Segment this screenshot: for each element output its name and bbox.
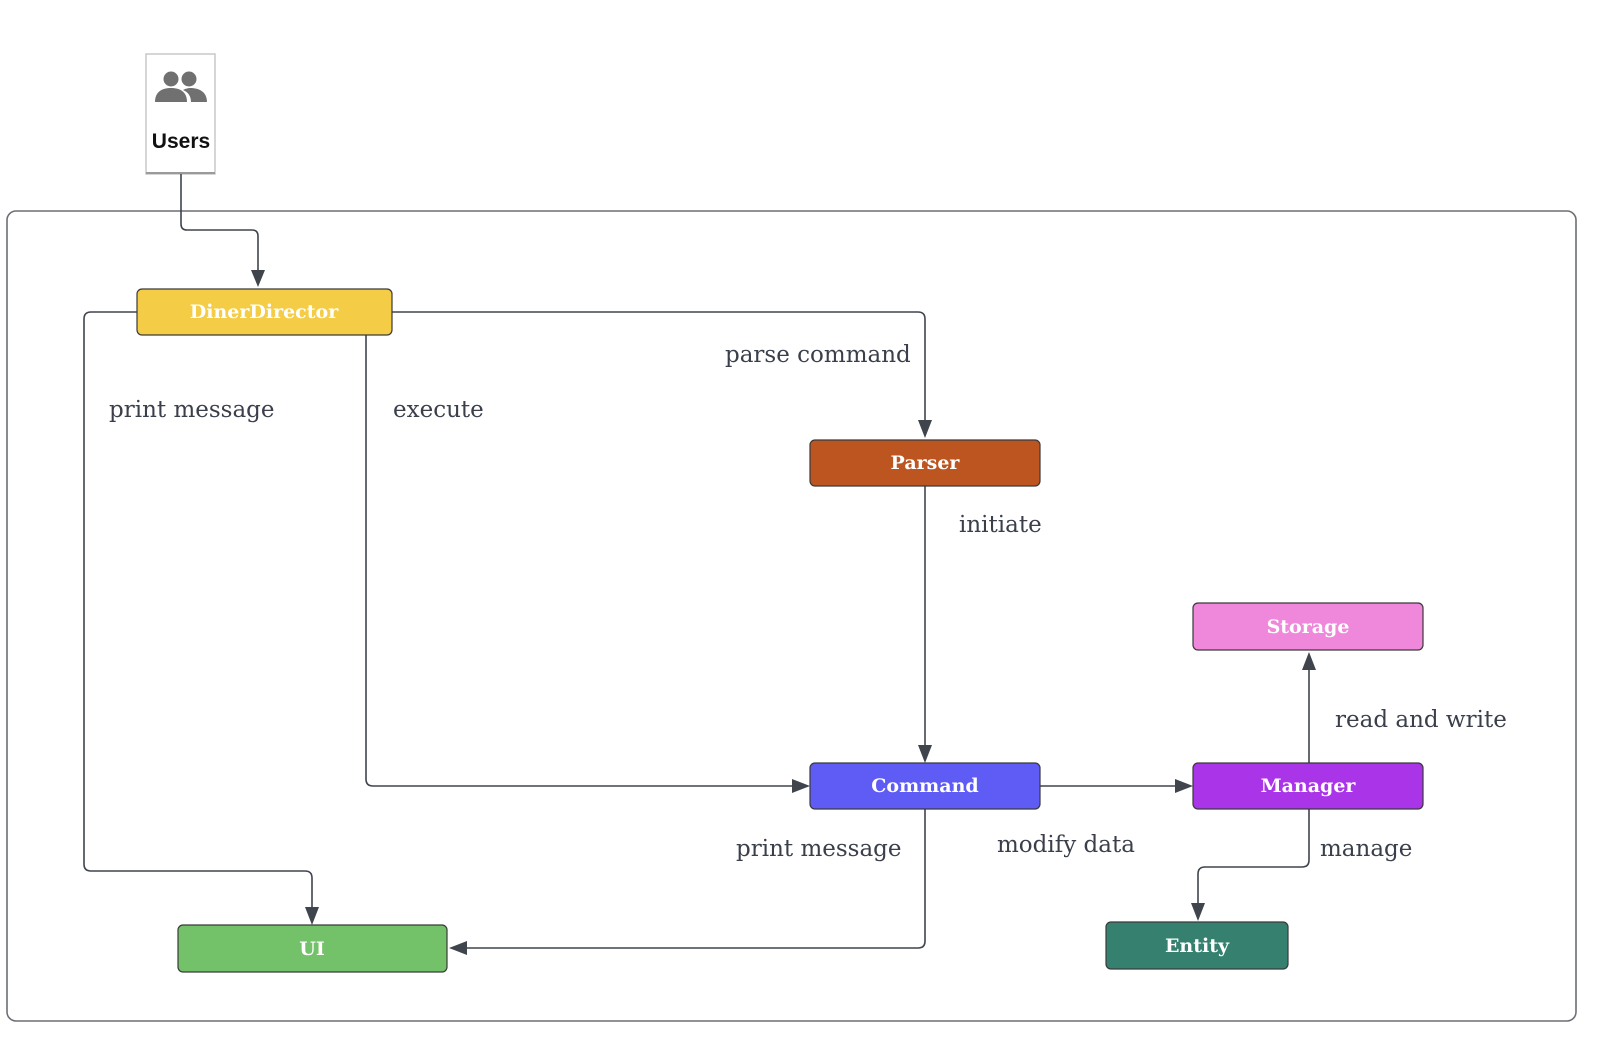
- node-entity: Entity: [1105, 921, 1289, 970]
- users-label: Users: [152, 130, 210, 153]
- edge-label-parse-command: parse command: [725, 342, 911, 368]
- arrowhead: [918, 420, 932, 438]
- node-label: Command: [871, 775, 978, 797]
- edge-label-manage: manage: [1320, 836, 1412, 862]
- node-storage: Storage: [1192, 602, 1424, 651]
- edge-command-to-ui: [466, 809, 926, 949]
- arrowhead: [792, 779, 810, 793]
- node-command: Command: [809, 762, 1041, 810]
- edge-label-initiate: initiate: [959, 512, 1042, 538]
- node-label: Manager: [1261, 775, 1357, 797]
- system-boundary: [6, 210, 1577, 1022]
- node-label: DinerDirector: [190, 301, 339, 323]
- node-parser: Parser: [809, 439, 1041, 487]
- edge-label-execute: execute: [393, 397, 484, 423]
- arrowhead: [918, 745, 932, 763]
- edge-manager-to-entity: [1197, 809, 1310, 904]
- node-ui: UI: [177, 924, 448, 973]
- node-label: Parser: [891, 452, 961, 474]
- arrowhead: [1175, 779, 1193, 793]
- edge-label-read-and-write: read and write: [1335, 707, 1507, 733]
- edge-director-to-command: [365, 335, 794, 787]
- arrowhead: [1302, 652, 1316, 670]
- edge-director-to-ui: [83, 311, 313, 908]
- arrowhead: [449, 941, 467, 955]
- node-diner-director: DinerDirector: [136, 288, 393, 336]
- arrowhead: [305, 907, 319, 925]
- arrowhead: [1191, 903, 1205, 921]
- edge-label-print-message-director: print message: [109, 397, 275, 423]
- node-label: UI: [299, 938, 325, 960]
- node-label: Entity: [1165, 935, 1230, 957]
- node-label: Storage: [1267, 616, 1350, 638]
- edge-label-print-message-command: print message: [736, 836, 902, 862]
- edge-director-to-parser: [392, 311, 926, 421]
- edge-label-modify-data: modify data: [997, 832, 1135, 858]
- arrowhead: [251, 270, 265, 287]
- group-icon: [155, 71, 207, 102]
- edge-users-to-director: [180, 174, 259, 271]
- users-actor: Users: [145, 53, 216, 175]
- node-manager: Manager: [1192, 762, 1424, 810]
